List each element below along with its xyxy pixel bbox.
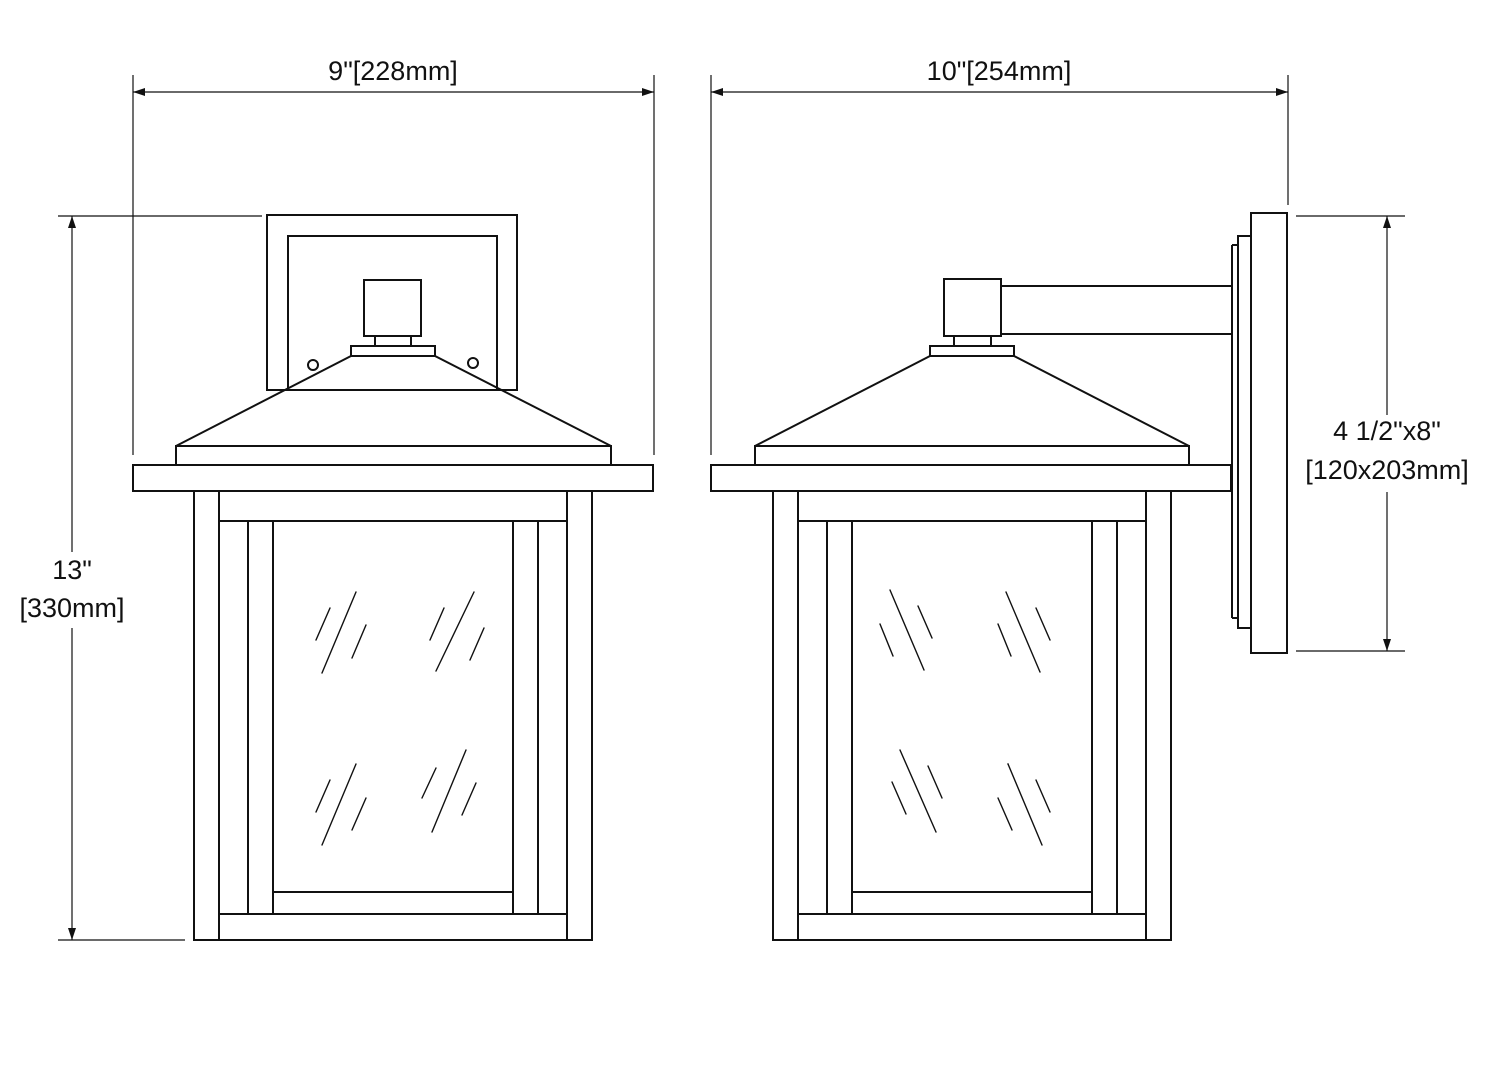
- side-lantern-body: [772, 490, 1172, 941]
- side-backplate-label-line2: [120x203mm]: [1305, 455, 1469, 485]
- front-width-label: 9"[228mm]: [328, 56, 458, 86]
- front-view: 9"[228mm] 13" [330mm]: [19, 56, 655, 941]
- side-roof: [710, 355, 1232, 492]
- side-arm: [1001, 285, 1232, 335]
- front-width-dimension: 9"[228mm]: [132, 56, 655, 455]
- side-wall-plate: [1231, 212, 1288, 654]
- front-height-label-line2: [330mm]: [19, 593, 124, 623]
- front-backplate: [266, 214, 518, 391]
- front-glass-reflections: [315, 591, 485, 846]
- side-glass-reflections: [879, 589, 1051, 846]
- front-lantern-body: [193, 490, 593, 941]
- front-socket: [350, 279, 436, 357]
- side-depth-label: 10"[254mm]: [927, 56, 1072, 86]
- side-depth-dimension: 10"[254mm]: [710, 56, 1289, 455]
- side-backplate-dimension: 4 1/2"x8" [120x203mm]: [1296, 215, 1469, 652]
- front-height-label-line1: 13": [52, 555, 92, 585]
- side-view: 10"[254mm] 4 1/2"x8" [120x203mm]: [710, 56, 1469, 941]
- front-height-dimension: 13" [330mm]: [19, 215, 262, 941]
- front-roof: [132, 355, 654, 492]
- side-socket: [929, 278, 1015, 357]
- side-backplate-label-line1: 4 1/2"x8": [1333, 416, 1441, 446]
